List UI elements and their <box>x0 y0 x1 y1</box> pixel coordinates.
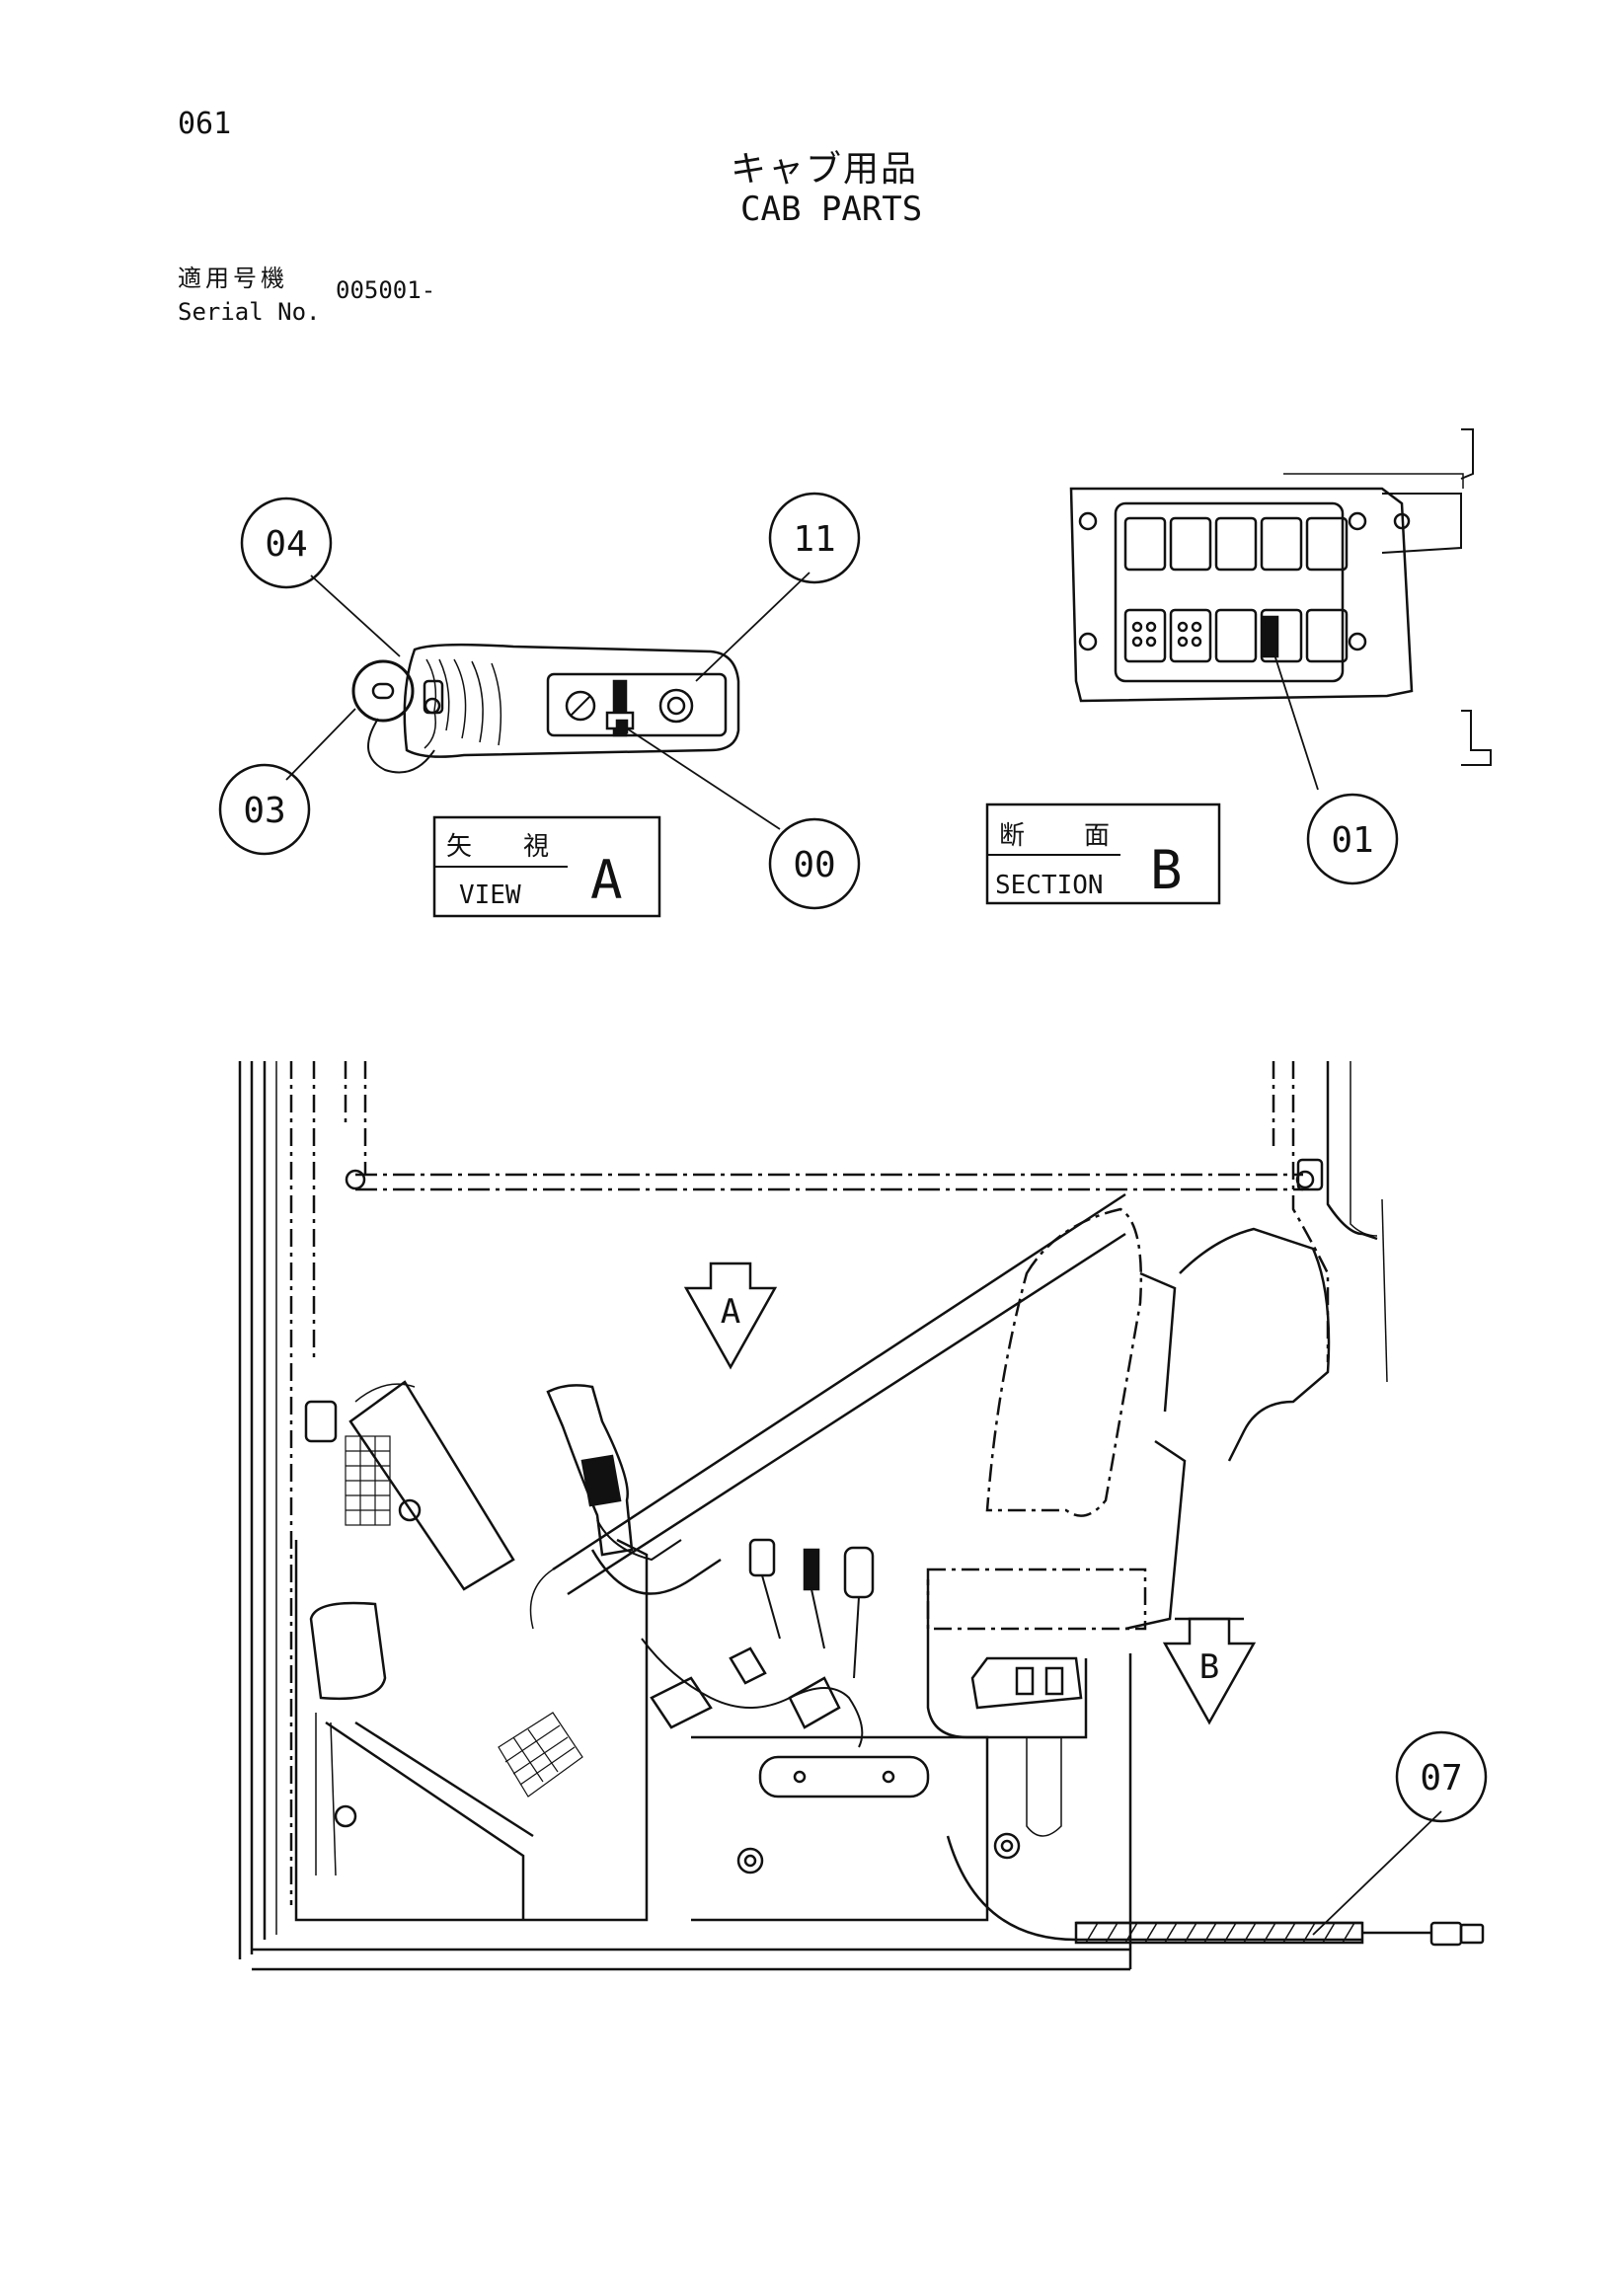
relay-box <box>1069 428 1492 766</box>
callout-00: 00 <box>793 845 835 885</box>
key-switch-panel <box>351 643 740 774</box>
section-b-en: SECTION <box>995 871 1104 900</box>
cab-main-view <box>238 1061 1485 1971</box>
serial-value: 005001- <box>336 276 436 304</box>
callout-07: 07 <box>1420 1758 1462 1799</box>
view-a-jp-left: 矢 <box>446 832 472 862</box>
view-a-jp-right: 視 <box>523 832 549 862</box>
callout-circle-07 <box>1395 1730 1488 1823</box>
callout-03: 03 <box>243 791 285 831</box>
page-title-jp: キャブ用品 <box>731 149 919 190</box>
callout-circle-04 <box>240 497 333 589</box>
view-a-letter: A <box>590 849 623 911</box>
serial-label-en: Serial No. <box>178 298 321 326</box>
view-a-en: VIEW <box>459 880 521 910</box>
section-b-letter: B <box>1150 839 1183 901</box>
serial-label-jp: 適用号機 <box>178 265 288 292</box>
callout-11: 11 <box>793 519 835 560</box>
callout-circle-03 <box>218 763 311 856</box>
leader-lines <box>285 572 1442 1936</box>
callout-circle-00 <box>768 817 861 910</box>
arrow-a-letter: A <box>721 1292 740 1332</box>
section-b-jp-right: 面 <box>1084 821 1110 851</box>
page-title-en: CAB PARTS <box>740 190 923 229</box>
view-a-arrow <box>683 1262 778 1370</box>
callout-circle-11 <box>768 492 861 584</box>
section-b-jp-left: 断 <box>999 821 1025 851</box>
arrow-b-letter: B <box>1199 1647 1219 1687</box>
callout-01: 01 <box>1331 820 1373 861</box>
callout-circle-01 <box>1306 793 1399 885</box>
section-b-arrow <box>1162 1617 1257 1725</box>
page-number: 061 <box>178 107 232 141</box>
callout-04: 04 <box>265 524 307 565</box>
